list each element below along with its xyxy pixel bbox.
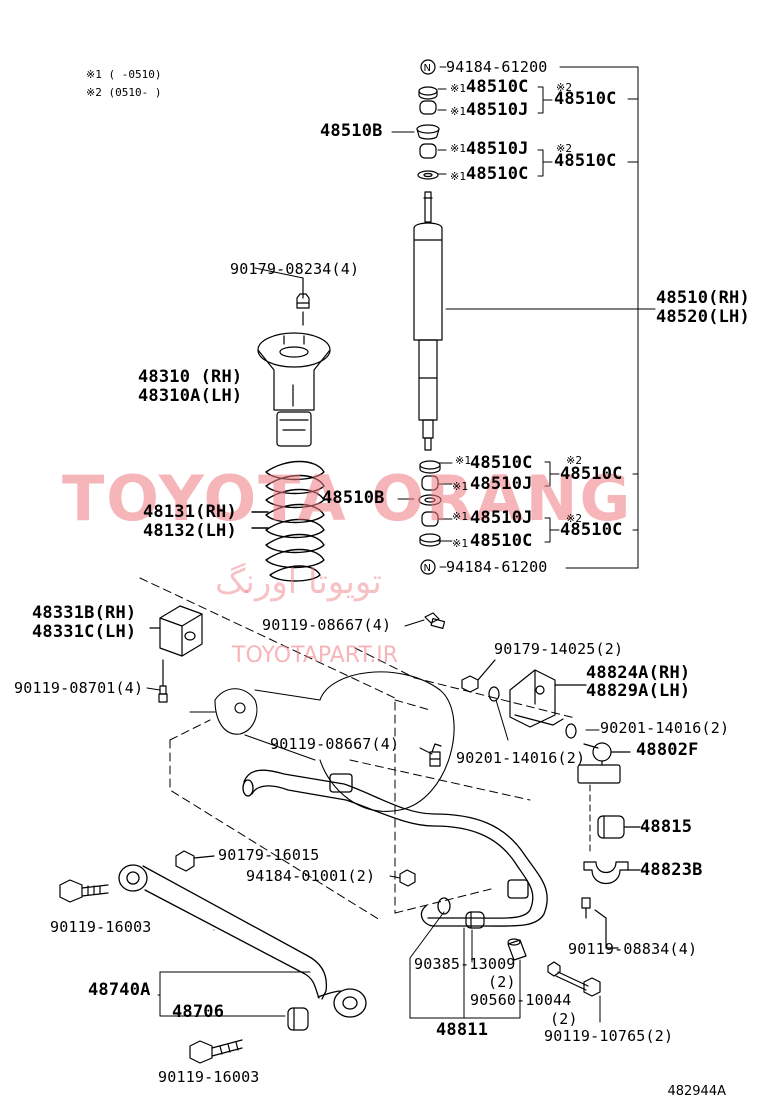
stabilizer-bushing [597, 815, 641, 839]
lateral-control-rod [118, 864, 367, 1018]
label-nut-bottom: 94184-61200 [446, 558, 548, 576]
sup-2b: ※2 [556, 142, 573, 155]
label-bolt-8834: 90119-08834(4) [568, 940, 698, 958]
label-nut-16015: 90179-16015 [218, 846, 320, 864]
label-c-grp1: 48510C [554, 89, 617, 109]
label-qty-13009: (2) [488, 973, 516, 991]
rod-bushing [287, 1007, 309, 1031]
sup-1f: ※1 [452, 480, 469, 493]
label-bush-48706: 48706 [172, 1002, 225, 1022]
bolt-08667-top [424, 612, 446, 630]
label-bracket-lh: 48829A(LH) [586, 681, 691, 701]
bump-stopper [149, 605, 203, 657]
label-mount-lh: 48310A(LH) [138, 386, 243, 406]
stabilizer-bracket [583, 861, 641, 885]
label-shock-rh: 48510(RH) [656, 288, 750, 308]
sup-1b: ※1 [450, 105, 467, 118]
watermark-persian: تویوتا اورنگ [215, 562, 382, 602]
label-b-bot: 48510B [322, 488, 385, 508]
label-bracket-rh: 48824A(RH) [586, 663, 691, 683]
label-bolt-8667a: 90119-08667(4) [262, 616, 392, 634]
watermark-brand: TOYOTA ORANG [62, 462, 633, 535]
stabilizer-link [577, 742, 631, 784]
label-c-grp3: 48510C [560, 464, 623, 484]
label-nut-top: 94184-61200 [446, 58, 548, 76]
stabilizer-bar [242, 769, 548, 927]
label-c-bot2: 48510C [470, 531, 533, 551]
label-nut-01001: 94184-01001(2) [246, 867, 376, 885]
bolt-08701 [158, 659, 168, 703]
label-nut-14025: 90179-14025(2) [494, 640, 624, 658]
label-bolt-10765: 90119-10765(2) [544, 1027, 674, 1045]
label-bolt-8667b: 90119-08667(4) [270, 735, 400, 753]
group-leader-lines [146, 267, 601, 1023]
frame-outline-dashed [139, 577, 576, 921]
svg-text:N: N [424, 563, 431, 574]
label-bolt-16003a: 90119-16003 [50, 918, 152, 936]
shock-absorber: N N [413, 59, 443, 575]
nut-01001 [399, 869, 416, 887]
label-bolt-16003b: 90119-16003 [158, 1068, 260, 1086]
label-c-bot1: 48510C [470, 453, 533, 473]
nut-14025 [461, 659, 577, 739]
nut-16015 [175, 850, 215, 872]
label-j-top1: 48510J [466, 100, 529, 120]
sup-1a: ※1 [450, 82, 467, 95]
label-c-grp2: 48510C [554, 151, 617, 171]
diagram-reference-number: 482944A [667, 1084, 726, 1099]
label-link-48802f: 48802F [636, 740, 699, 760]
shock-lower-bracket [509, 669, 587, 728]
label-bump-rh: 48331B(RH) [32, 603, 137, 623]
label-j-bot2: 48510J [470, 508, 533, 528]
collar-10044 [507, 938, 527, 961]
label-shock-lh: 48520(LH) [656, 307, 750, 327]
label-b-top: 48510B [320, 121, 383, 141]
svg-text:N: N [424, 63, 431, 74]
bolt-08834 [581, 897, 619, 949]
label-spring-lh: 48132(LH) [143, 521, 237, 541]
bushing-13009 [465, 911, 485, 929]
sup-1h: ※1 [452, 537, 469, 550]
sup-1d: ※1 [450, 170, 467, 183]
label-nut-mount: 90179-08234(4) [230, 260, 360, 278]
label-mount-rh: 48310 (RH) [138, 367, 243, 387]
label-collar-10044: 90560-10044 [470, 991, 572, 1009]
label-j-top2: 48510J [466, 139, 529, 159]
spring-upper-mount [257, 277, 331, 447]
label-j-bot1: 48510J [470, 474, 533, 494]
label-c-top2: 48510C [466, 164, 529, 184]
label-washer-14016b: 90201-14016(2) [456, 749, 586, 767]
label-bush-13009: 90385-13009 [414, 955, 516, 973]
label-rod-48740a: 48740A [88, 980, 151, 1000]
note-2: ※2 (0510- ) [86, 86, 162, 99]
label-spring-rh: 48131(RH) [143, 502, 237, 522]
sup-2c: ※2 [566, 454, 583, 467]
bolt-16003-lower [189, 1039, 243, 1064]
label-bump-lh: 48331C(LH) [32, 622, 137, 642]
label-qty-10044: (2) [550, 1010, 578, 1028]
bolt-08667-lower [429, 743, 442, 767]
sup-1c: ※1 [450, 142, 467, 155]
sup-1g: ※1 [452, 510, 469, 523]
bolt-16003-upper [59, 879, 109, 903]
label-bush-48815: 48815 [640, 817, 693, 837]
sup-1e: ※1 [455, 454, 472, 467]
callout-bracket-lines [391, 66, 656, 569]
note-1: ※1 ( -0510) [86, 68, 162, 81]
coil-spring [251, 460, 325, 582]
label-c-grp4: 48510C [560, 520, 623, 540]
label-c-top1: 48510C [466, 77, 529, 97]
label-stab-48811: 48811 [436, 1020, 489, 1040]
label-bolt-8701: 90119-08701(4) [14, 679, 144, 697]
label-bracket-48823b: 48823B [640, 860, 703, 880]
label-washer-14016a: 90201-14016(2) [600, 719, 730, 737]
sup-2a: ※2 [556, 81, 573, 94]
sup-2d: ※2 [566, 512, 583, 525]
watermark-site: TOYOTAPART.IR [232, 643, 399, 668]
bolt-10765 [547, 961, 601, 997]
